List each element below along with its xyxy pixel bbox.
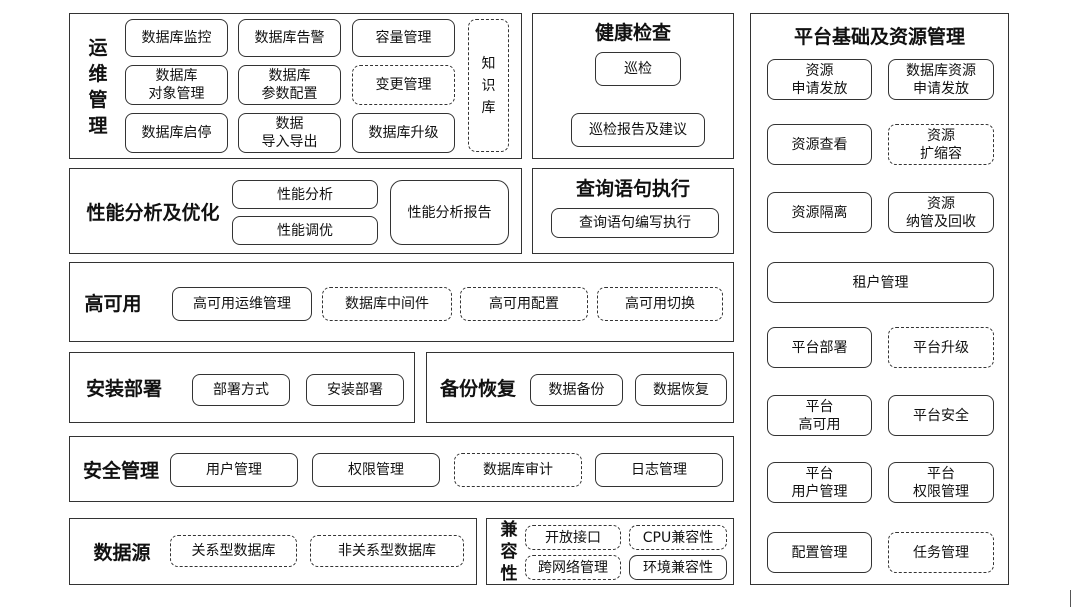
install-title: 安装部署 bbox=[85, 378, 162, 400]
query-write-exec-box: 查询语句编写执行 bbox=[551, 208, 719, 238]
db-start-stop-box: 数据库启停 bbox=[125, 113, 228, 153]
platform-ha-box: 平台 高可用 bbox=[767, 395, 872, 436]
compat-section: 兼容性 开放接口 CPU兼容性 跨网络管理 环境兼容性 bbox=[486, 518, 734, 585]
perf-title: 性能分析及优化 bbox=[86, 201, 220, 224]
data-backup-box: 数据备份 bbox=[530, 374, 623, 406]
platform-title: 平台基础及资源管理 bbox=[793, 25, 965, 48]
resource-scale-box: 资源 扩缩容 bbox=[888, 124, 994, 165]
security-title: 安全管理 bbox=[82, 459, 159, 482]
inspection-box: 巡检 bbox=[595, 52, 681, 86]
resource-apply-box: 资源 申请发放 bbox=[767, 59, 872, 100]
resource-view-box: 资源查看 bbox=[767, 124, 872, 165]
ha-ops-mgmt-box: 高可用运维管理 bbox=[172, 287, 312, 321]
db-middleware-box: 数据库中间件 bbox=[322, 287, 452, 321]
backup-section: 备份恢复 数据备份 数据恢复 bbox=[426, 352, 734, 423]
ha-switch-box: 高可用切换 bbox=[597, 287, 723, 321]
platform-security-box: 平台安全 bbox=[888, 395, 994, 436]
knowledge-base-box: 知识库 bbox=[468, 19, 509, 152]
db-param-config-box: 数据库 参数配置 bbox=[238, 65, 341, 105]
perf-section: 性能分析及优化 性能分析 性能调优 性能分析报告 bbox=[69, 168, 522, 254]
cpu-compat-box: CPU兼容性 bbox=[629, 525, 727, 550]
ha-config-box: 高可用配置 bbox=[460, 287, 588, 321]
log-mgmt-box: 日志管理 bbox=[595, 453, 723, 487]
resource-manage-reclaim-box: 资源 纳管及回收 bbox=[888, 192, 994, 233]
capacity-mgmt-box: 容量管理 bbox=[352, 19, 455, 57]
install-section: 安装部署 部署方式 安装部署 bbox=[69, 352, 415, 423]
open-api-box: 开放接口 bbox=[525, 525, 621, 550]
db-resource-apply-box: 数据库资源 申请发放 bbox=[888, 59, 994, 100]
knowledge-base-label: 知识库 bbox=[481, 55, 496, 116]
db-audit-box: 数据库审计 bbox=[454, 453, 582, 487]
datasource-section: 数据源 关系型数据库 非关系型数据库 bbox=[69, 518, 477, 585]
cross-network-mgmt-box: 跨网络管理 bbox=[525, 555, 621, 580]
perf-analysis-box: 性能分析 bbox=[232, 180, 378, 209]
perf-report-box: 性能分析报告 bbox=[390, 180, 509, 245]
health-title: 健康检查 bbox=[594, 21, 671, 44]
nonrelational-db-box: 非关系型数据库 bbox=[310, 535, 464, 567]
ha-title: 高可用 bbox=[84, 292, 142, 315]
platform-section: 平台基础及资源管理 资源 申请发放 数据库资源 申请发放 资源查看 资源 扩缩容… bbox=[750, 13, 1009, 585]
db-upgrade-box: 数据库升级 bbox=[352, 113, 455, 153]
platform-perm-mgmt-box: 平台 权限管理 bbox=[888, 462, 994, 503]
perf-tuning-box: 性能调优 bbox=[232, 216, 378, 245]
tenant-mgmt-box: 租户管理 bbox=[767, 262, 994, 303]
platform-upgrade-box: 平台升级 bbox=[888, 327, 994, 368]
env-compat-box: 环境兼容性 bbox=[629, 555, 727, 580]
datasource-title: 数据源 bbox=[93, 542, 151, 564]
data-restore-box: 数据恢复 bbox=[635, 374, 727, 406]
install-deploy-box: 安装部署 bbox=[306, 374, 404, 406]
relational-db-box: 关系型数据库 bbox=[170, 535, 297, 567]
db-monitor-box: 数据库监控 bbox=[125, 19, 228, 57]
health-section: 健康检查 巡检 巡检报告及建议 bbox=[532, 13, 734, 159]
ha-section: 高可用 高可用运维管理 数据库中间件 高可用配置 高可用切换 bbox=[69, 262, 734, 342]
ops-section: 运维管理 数据库监控 数据库告警 容量管理 知识库 数据库 对象管理 数据库 参… bbox=[69, 13, 522, 159]
db-alert-box: 数据库告警 bbox=[238, 19, 341, 57]
query-title: 查询语句执行 bbox=[575, 177, 690, 200]
ops-title: 运维管理 bbox=[88, 37, 108, 137]
compat-title: 兼容性 bbox=[500, 519, 518, 584]
user-mgmt-box: 用户管理 bbox=[170, 453, 298, 487]
config-mgmt-box: 配置管理 bbox=[767, 532, 872, 573]
change-mgmt-box: 变更管理 bbox=[352, 65, 455, 105]
platform-deploy-box: 平台部署 bbox=[767, 327, 872, 368]
platform-user-mgmt-box: 平台 用户管理 bbox=[767, 462, 872, 503]
query-section: 查询语句执行 查询语句编写执行 bbox=[532, 168, 734, 254]
backup-title: 备份恢复 bbox=[439, 378, 516, 400]
page-edge-line bbox=[1070, 590, 1071, 607]
data-import-export-box: 数据 导入导出 bbox=[238, 113, 341, 153]
db-object-mgmt-box: 数据库 对象管理 bbox=[125, 65, 228, 105]
task-mgmt-box: 任务管理 bbox=[888, 532, 994, 573]
resource-isolation-box: 资源隔离 bbox=[767, 192, 872, 233]
inspection-report-box: 巡检报告及建议 bbox=[571, 113, 705, 147]
perm-mgmt-box: 权限管理 bbox=[312, 453, 440, 487]
deploy-method-box: 部署方式 bbox=[192, 374, 290, 406]
security-section: 安全管理 用户管理 权限管理 数据库审计 日志管理 bbox=[69, 436, 734, 502]
